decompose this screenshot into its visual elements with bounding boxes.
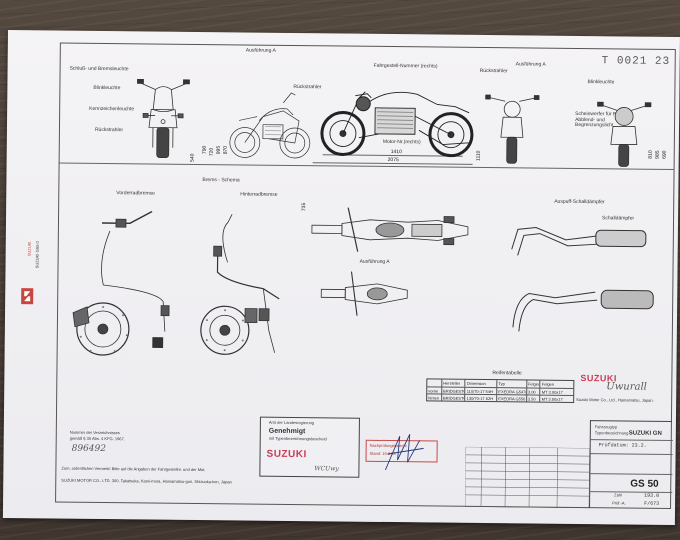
title-block-zahl-value: 193.0 xyxy=(644,492,660,499)
signature-right: Uwurall xyxy=(606,381,647,393)
approval-stamp-title: Genehmigt xyxy=(268,427,306,436)
label-rueckstrahler-left: Rückstrahler xyxy=(94,126,124,134)
revision-grid xyxy=(465,446,590,509)
header-rueckstrahler-right: Rückstrahler xyxy=(479,67,508,75)
approval-stamp-suzuki: SUZUKI xyxy=(266,448,307,461)
dim-width: 735 xyxy=(301,202,308,212)
brake-schema-title: Brems - Schema xyxy=(202,177,240,184)
title-block-brand: SUZUKI GN xyxy=(628,430,662,437)
dim-995: 995 xyxy=(215,145,222,155)
dim-720: 720 xyxy=(208,147,215,157)
variant-a-label: Ausführung A xyxy=(359,258,390,266)
header-ausfuehrung-a-right: Ausführung A xyxy=(515,61,546,68)
table-cell: vorne xyxy=(428,388,439,394)
table-cell: Hersteller xyxy=(441,379,465,387)
footer-note-line2: gemäß § 30 Abs. 4 KFG. 1967. xyxy=(69,435,125,442)
label-kennzeichenleuchte: Kennzeichenleuchte xyxy=(89,105,135,113)
handwritten-number: 896492 xyxy=(71,443,107,455)
vertical-model-text: SUZUKI GS5 0 xyxy=(34,241,40,269)
approval-stamp-sub: mit Typenbezeichnungsbescheid xyxy=(268,435,327,442)
title-block-line1: Fahrzeugtyp xyxy=(594,424,618,430)
exhaust-title: Auspuff-Schalldämpfer xyxy=(554,198,605,206)
rear-brake-label: Hinterradbremse xyxy=(240,191,278,198)
technical-drawing-sheet: T 0021 23 SUZUKI SUZUKI GS5 0 Ausführung… xyxy=(2,30,680,526)
table-cell: 110/70-17 54H xyxy=(464,387,497,395)
suzuki-caption-right: Suzuki Motor Co., Ltd., Hamamatsu, Japan… xyxy=(576,396,654,403)
rear-view-right-drawing xyxy=(596,101,652,167)
header-ausfuehrung-a-left: Ausführung A xyxy=(245,47,276,54)
table-cell: EXEDRA G556 xyxy=(496,395,526,402)
table-cell: 130/70-17 62H xyxy=(464,394,497,402)
dim-790: 790 xyxy=(201,145,208,155)
title-block-divider xyxy=(590,491,673,493)
tire-table: Hersteller Dimension Typ Felgen-größe Fe… xyxy=(426,378,575,403)
title-block-pruef-label: Prüf.-A. xyxy=(612,500,626,506)
table-cell: EXEDRA G547E xyxy=(496,388,526,395)
vertical-logo-text: SUZUKI xyxy=(26,241,32,257)
suzuki-s-logo-icon xyxy=(21,288,34,305)
title-block-divider xyxy=(590,473,673,475)
title-block: Fahrzeugtyp Typenbezeichnung SUZUKI GN P… xyxy=(589,420,673,509)
tire-table-title: Reifentabelle xyxy=(492,370,522,377)
table-cell: MT 3.50x17 xyxy=(539,395,574,402)
front-brake-label: Vorderradbremse xyxy=(116,190,155,197)
dim-690: 690 xyxy=(661,150,668,159)
title-block-divider xyxy=(590,453,673,455)
exhaust-drawing xyxy=(511,227,654,332)
table-cell: Felgen-größe xyxy=(525,380,540,388)
variant-a-drawing xyxy=(320,271,408,316)
label-schluss-bremsleuchte: Schluß- und Bremsleuchte xyxy=(69,65,129,73)
approval-stamp-signature: WCUwy xyxy=(314,465,339,473)
document-number: T 0021 23 xyxy=(601,55,671,68)
title-block-pruef-value: F/673 xyxy=(644,500,660,507)
signature-scribble-drawing xyxy=(384,434,424,471)
brake-schema-drawing xyxy=(72,210,280,356)
title-block-divider xyxy=(590,439,673,441)
title-block-pruefdatum: Prüfdatum: 23.2. xyxy=(598,442,647,449)
table-cell: Felgen xyxy=(539,380,574,388)
header-fahrgestell: Fahrgestell-Nummer (rechts) xyxy=(373,62,438,70)
table-cell: MT 3.00x17 xyxy=(539,388,574,395)
title-block-model: GS 50 xyxy=(630,478,659,490)
table-cell: 3.00 xyxy=(525,388,540,395)
side-view-left-drawing xyxy=(229,92,311,159)
top-view-drawing xyxy=(311,207,469,252)
table-cell: Typ xyxy=(496,380,526,388)
table-cell: hinten xyxy=(428,395,440,401)
title-block-zahl-label: Zahl xyxy=(614,492,622,498)
rear-view-motorcycle-drawing xyxy=(137,78,190,159)
table-cell: 3.50 xyxy=(525,395,540,402)
label-blinkleuchte-left: Blinkleuchte xyxy=(93,84,121,92)
footer-note-line1: Nummer der Verzeichnisses xyxy=(69,429,120,436)
label-blinkleuchte-right: Blinkleuchte xyxy=(587,79,615,86)
table-cell: BRIDGESTONE xyxy=(441,387,465,394)
table-cell xyxy=(427,379,441,386)
table-cell: Dimension xyxy=(464,379,497,388)
front-view-drawing xyxy=(484,94,540,164)
dim-1110: 1110 xyxy=(475,150,482,161)
table-cell: BRIDGESTONE xyxy=(440,394,465,401)
approval-stamp-head: Amt der Landesregierung xyxy=(268,419,315,426)
approval-stamp: Amt der Landesregierung Genehmigt mit Ty… xyxy=(259,416,360,478)
title-block-line2: Typenbezeichnung xyxy=(594,430,629,436)
dim-985: 985 xyxy=(654,150,661,159)
side-view-main-drawing xyxy=(320,91,474,158)
